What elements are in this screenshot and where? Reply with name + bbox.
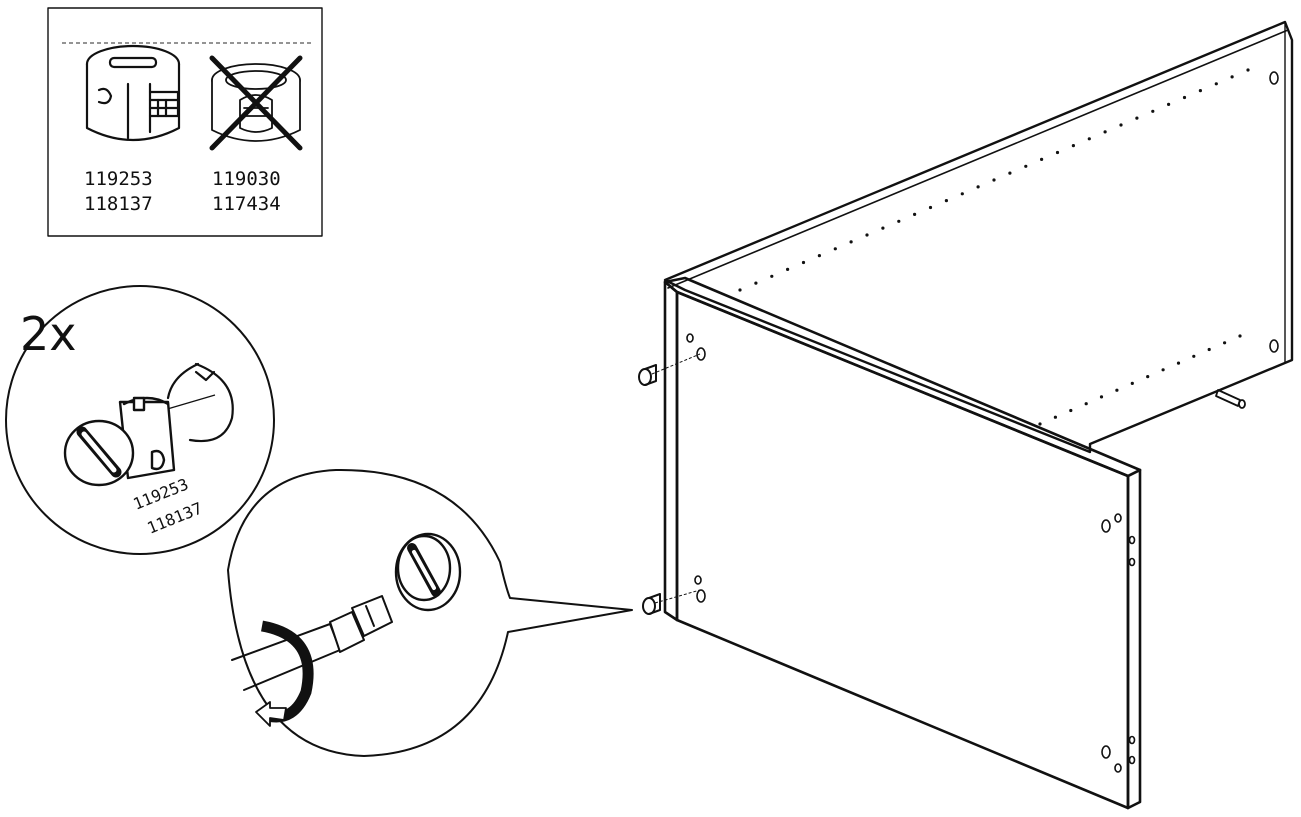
- quantity-label: 2x: [20, 307, 77, 361]
- shelf-pin-hole: [1099, 395, 1104, 399]
- cam-insertion-detail-circle: 2x 119253 118137: [5, 285, 275, 555]
- shelf-pin-hole: [1207, 347, 1211, 352]
- shelf-pin-hole: [1192, 354, 1196, 358]
- shelf-pin-hole: [1087, 137, 1091, 141]
- shelf-pin-hole: [1053, 415, 1057, 419]
- incorrect-part-code-1: 119030: [212, 168, 281, 190]
- crossed-out-cam-lock-icon: [209, 55, 303, 151]
- shelf-pin-hole: [1040, 157, 1044, 161]
- shelf-pin-hole: [1182, 95, 1187, 100]
- shelf-pin-hole: [1146, 375, 1150, 379]
- shelf-pin-holes-lower: [1038, 334, 1242, 426]
- shelf-pin-hole: [1115, 388, 1119, 392]
- shelf-pin-hole: [833, 247, 837, 251]
- screwdriver-callout-bubble: [227, 468, 633, 757]
- correct-part-code-1: 119253: [84, 168, 153, 190]
- shelf-pin-hole: [1214, 82, 1218, 86]
- shelf-pin-hole: [913, 212, 917, 216]
- shelf-pin-hole: [1069, 408, 1073, 413]
- wooden-dowel-icon: [1215, 389, 1246, 409]
- panel-hole-icon: [166, 362, 234, 443]
- cam-lock-fitting-icon: [63, 396, 176, 487]
- shelf-pin-hole: [865, 233, 869, 237]
- shelf-pin-hole: [1130, 381, 1134, 385]
- shelf-pin-hole: [928, 205, 933, 210]
- shelf-pin-holes-upper: [738, 68, 1250, 292]
- shelf-pin-hole: [1246, 68, 1250, 72]
- shelf-pin-hole: [786, 267, 790, 271]
- shelf-pin-hole: [817, 254, 822, 258]
- shelf-pin-hole: [754, 281, 758, 285]
- shelf-pin-hole: [1230, 75, 1234, 79]
- shelf-pin-hole: [976, 185, 980, 189]
- upper-cam-fitting: [638, 353, 701, 386]
- shelf-pin-hole: [1161, 368, 1165, 372]
- shelf-pin-hole: [801, 260, 806, 265]
- shelf-pin-hole: [1238, 334, 1242, 338]
- shelf-pin-hole: [1167, 102, 1171, 106]
- shelf-pin-hole: [1084, 402, 1088, 406]
- incorrect-part-code-2: 117434: [212, 193, 281, 215]
- side-panel-edge: [663, 280, 679, 622]
- shelf-pin-hole: [1055, 150, 1060, 155]
- flat-screwdriver-icon: [231, 595, 393, 691]
- correct-part-code-2: 118137: [84, 193, 153, 215]
- rotation-arrow-icon: [255, 620, 314, 727]
- shelf-pin-hole: [1071, 144, 1075, 148]
- shelf-pin-hole: [1024, 164, 1028, 168]
- cam-head-slot-icon: [394, 532, 462, 612]
- shelf-pin-hole: [1008, 171, 1012, 175]
- shelf-pin-hole: [770, 274, 774, 278]
- lower-cam-fitting: [642, 589, 701, 615]
- cabinet-panel-icon: [638, 20, 1294, 810]
- shelf-pin-hole: [1176, 361, 1181, 365]
- shelf-pin-hole: [944, 199, 949, 203]
- side-panel-front-edge: [1126, 468, 1142, 810]
- shelf-pin-hole: [1223, 341, 1227, 345]
- shelf-pin-hole: [1038, 422, 1042, 426]
- shelf-pin-hole: [738, 288, 742, 292]
- shelf-pin-hole: [1151, 109, 1155, 113]
- parts-legend-box: 119253 118137 119030 117434: [47, 7, 323, 237]
- shelf-pin-hole: [849, 240, 853, 244]
- cam-lock-fitting-icon: [85, 44, 181, 142]
- shelf-pin-hole: [881, 226, 885, 230]
- back-panel: [663, 20, 1294, 454]
- shelf-pin-hole: [992, 178, 996, 182]
- shelf-pin-hole: [1198, 89, 1202, 93]
- shelf-pin-hole: [1135, 116, 1139, 120]
- shelf-pin-hole: [1103, 130, 1107, 134]
- shelf-pin-hole: [897, 219, 901, 223]
- shelf-pin-hole: [960, 192, 964, 196]
- shelf-pin-hole: [1119, 123, 1123, 127]
